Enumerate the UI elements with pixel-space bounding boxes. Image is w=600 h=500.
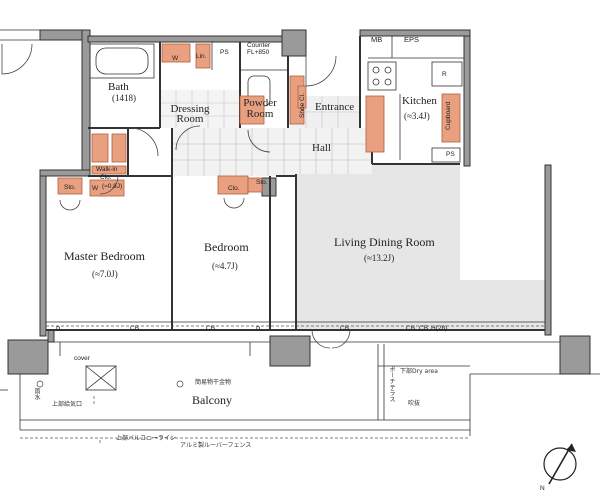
cb-2-label: CB [206,325,216,332]
kitchen-area-label: (≈3.4J) [404,111,430,121]
hall-floor [172,128,372,176]
living-floor [296,164,545,330]
bedroom-label: Bedroom [204,240,249,254]
cb-5-label: CB [419,325,429,332]
master-storage-label: Sto. [64,184,76,191]
walkin-label: Walk-in [96,166,118,173]
living-dining-room-label: Living Dining Room [334,235,435,249]
dressing-floor [160,90,240,128]
powder-label-2: Room [246,108,274,120]
cb-height-label: H(28) [431,325,448,332]
walkin-w-label: W [92,185,99,192]
mb-label: MB [371,35,383,44]
bath-label: Bath [108,81,129,93]
counter-label: Counter [247,42,271,49]
p-left-label: P [56,326,61,333]
cover-label: cover [74,355,90,362]
hanger-note: 簡易物干金物 [195,379,232,386]
balcony-label: Balcony [192,393,232,407]
outdoor-note: ポーチテラス [388,366,395,402]
doors [1,43,351,349]
closet-label: Clo. [228,185,240,192]
master-bedroom-label: Master Bedroom [64,249,145,263]
shoe-closet-label: Shoe Cl. [299,93,306,118]
drain-note: 雨水 [33,388,40,400]
walkin-label-2: Clo. [100,174,112,181]
compass-north-label: N [540,485,545,492]
interior-walls [46,36,545,331]
dashed-lines [20,325,545,444]
dressing-label-2: Room [176,113,204,125]
ps-kitchen-label: PS [446,151,455,158]
bedroom-storage-label: Sto. [256,179,268,186]
living-dining-room-area-label: (≈13.2J) [364,253,395,263]
ps-top-label: PS [220,49,229,56]
w-label: W [172,55,179,62]
eps-label: EPS [404,35,420,44]
linen-label: Lin. [196,53,207,60]
drain-marks [36,380,184,388]
bath-size-label: (1418) [112,93,136,103]
powder-label: Powder [243,97,277,109]
r-label: R [442,71,447,78]
fukinuke-note: 吹抜 [408,400,421,407]
balcony-line-note: 上部バルコニーライン [116,435,176,442]
counter-height-label: FL+850 [247,49,270,56]
cb-3-label: CB [340,325,350,332]
entrance-label: Entrance [315,101,355,113]
cupboard-label: Cupboard [445,101,452,130]
kitchen-label: Kitchen [402,95,437,107]
walkin-area-label: (≈0.8J) [102,183,123,190]
master-bedroom-area-label: (≈7.0J) [92,269,118,279]
dressing-label: Dressing [170,103,210,115]
p-right-label: P [256,326,261,333]
cb-4-label: CB [406,325,416,332]
thin-lines [0,29,600,436]
cb-1-label: CB [130,325,140,332]
fixtures [57,43,461,197]
compass [543,443,577,485]
hall-label: Hall [312,142,331,154]
bedroom-area-label: (≈4.7J) [212,261,238,271]
aluminium-fence-note: アルミ製ルーバーフェンス [180,442,252,449]
walls [7,29,591,375]
upper-vent-note: 上部給気口 [52,401,83,408]
dry-area-note: 下部Dry area [400,368,438,375]
